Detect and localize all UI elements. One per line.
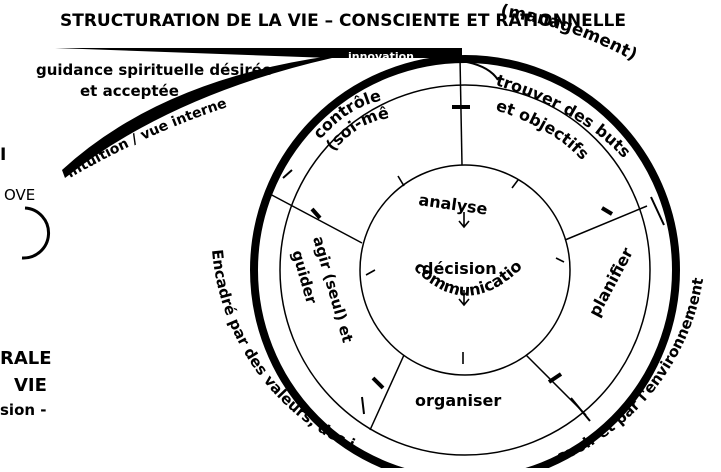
diagram-title: STRUCTURATION DE LA VIE – CONSCIENTE ET …	[60, 11, 626, 31]
arc-right-label: avoir et par l'environnement	[554, 276, 707, 465]
spoke-left	[267, 192, 363, 244]
arrow-outer-3	[650, 196, 665, 226]
guidance-label-line1: guidance spirituelle désirée	[36, 61, 272, 79]
intuition-label: intuition / vue interne	[64, 95, 229, 181]
spoke-top	[459, 57, 463, 166]
arrow-center-2	[458, 290, 470, 307]
spoke-lower-left	[369, 354, 405, 431]
arrow-inner-2	[511, 179, 519, 189]
cropped-rale: RALE	[0, 348, 52, 369]
analyse-label: analyse	[417, 190, 488, 218]
communication-path: communication	[0, 0, 526, 300]
arrow-inner-1	[397, 175, 405, 187]
tick-lower-left	[371, 376, 385, 390]
inner-arrows	[365, 175, 565, 364]
cropped-logo-arc	[21, 206, 51, 260]
spoke-right	[564, 205, 648, 241]
outer-ring	[250, 55, 680, 472]
tick-left	[310, 207, 322, 220]
decision-label: décision	[422, 259, 497, 278]
cropped-ove: OVE	[4, 186, 35, 204]
arrow-inner-3	[555, 257, 565, 263]
arrow-outer-1	[282, 169, 293, 179]
inner-circle	[359, 164, 571, 376]
organiser-label: organiser	[415, 391, 501, 410]
arrow-outer-4	[570, 397, 591, 422]
cropped-vie: VIE	[14, 375, 47, 396]
tick-right	[600, 206, 614, 216]
arc-right-path: avoir et par l'environnement	[554, 276, 707, 465]
outer-boundary	[279, 84, 651, 456]
cropped-sion: sion -	[0, 401, 47, 419]
arrow-outer-2	[466, 61, 499, 81]
innovation-label: innovation	[348, 50, 414, 63]
planifier-label: planifier	[585, 244, 637, 319]
cropped-letter-i: I	[0, 145, 6, 165]
intuition-path: intuition / vue interne	[64, 95, 229, 181]
outer-arrows	[282, 61, 665, 422]
communication-label: communication	[0, 0, 526, 300]
guidance-label-line2: et acceptée	[80, 82, 179, 100]
tick-lower-right	[547, 372, 563, 384]
arrow-center-1	[458, 212, 470, 229]
top-bar	[55, 48, 462, 58]
tick-marks	[310, 105, 614, 390]
arrow-outer-5	[361, 396, 365, 415]
arrow-inner-5	[365, 269, 376, 276]
